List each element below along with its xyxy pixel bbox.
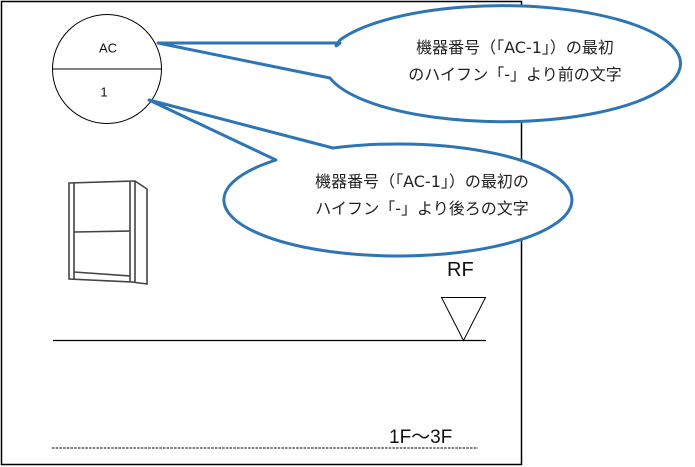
equipment-symbol-top-text: AC — [98, 40, 118, 56]
callout-suffix-line-2: ハイフン「-」より後ろの文字 — [315, 199, 529, 218]
callout-suffix-shape — [147, 98, 574, 258]
callout-suffix-line-1: 機器番号（「AC-1」）の最初の — [315, 172, 529, 191]
callout-prefix-line-2: のハイフン「-」より前の文字 — [408, 65, 622, 84]
floor-range-label: 1F〜3F — [389, 427, 453, 448]
roof-level-marker — [53, 297, 487, 342]
outdoor-unit-icon — [68, 180, 148, 285]
callout-prefix-text: 機器番号（「AC-1」）の最初 のハイフン「-」より前の文字 — [375, 34, 655, 88]
callout-prefix-shape — [156, 4, 682, 124]
roof-floor-label: RF — [447, 259, 474, 281]
equipment-symbol-bottom-text: 1 — [100, 84, 108, 100]
level-triangle-icon — [440, 297, 487, 342]
callout-prefix-line-1: 機器番号（「AC-1」）の最初 — [416, 38, 614, 57]
callout-suffix-text: 機器番号（「AC-1」）の最初の ハイフン「-」より後ろの文字 — [282, 168, 562, 222]
equipment-symbol — [52, 14, 162, 124]
